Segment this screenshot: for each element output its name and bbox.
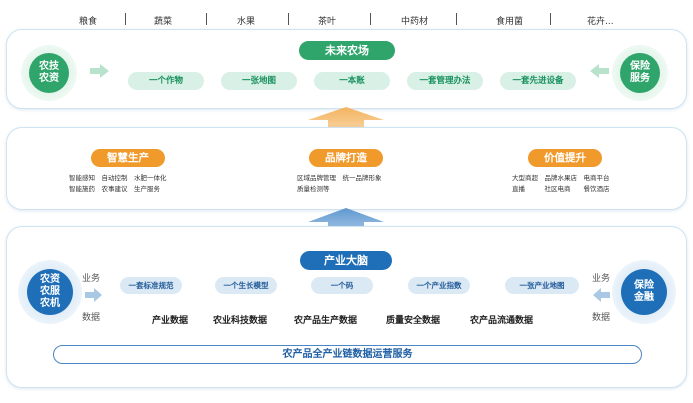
divider bbox=[125, 13, 126, 25]
future-farm-item: 一本账 bbox=[314, 72, 390, 90]
future-farm-item: 一套先进设备 bbox=[500, 72, 576, 90]
data-category: 农产品生产数据 bbox=[294, 316, 358, 326]
industry-brain-item: 一张产业地图 bbox=[505, 277, 579, 294]
data-category: 产业数据 bbox=[152, 316, 189, 326]
brand-building-line: 质量检测等 bbox=[297, 185, 330, 193]
industry-brain-title: 产业大脑 bbox=[300, 251, 392, 270]
future-farm-title: 未来农场 bbox=[299, 41, 395, 60]
crop-label: 粮食 bbox=[79, 17, 98, 27]
future-farm-item: 一个作物 bbox=[128, 72, 204, 90]
right-blue-circle: 保险 金融 bbox=[612, 260, 676, 324]
crop-label: 蔬菜 bbox=[154, 17, 173, 27]
crop-label: 中药材 bbox=[401, 17, 429, 27]
industry-brain-item: 一个生长模型 bbox=[215, 277, 277, 294]
business-label: 业务 bbox=[592, 274, 611, 284]
data-category: 农产品流通数据 bbox=[470, 316, 534, 326]
crop-label: 水果 bbox=[237, 17, 256, 27]
smart-production-title: 智慧生产 bbox=[91, 149, 165, 167]
arrow-left-icon bbox=[593, 288, 610, 302]
data-category: 农业科技数据 bbox=[213, 316, 268, 326]
value-increase-line: 直播 社区电商 餐饮酒店 bbox=[512, 185, 610, 193]
value-increase-title: 价值提升 bbox=[528, 149, 602, 167]
data-category: 质量安全数据 bbox=[386, 316, 441, 326]
crop-label: 食用菌 bbox=[496, 17, 524, 27]
divider bbox=[206, 13, 207, 25]
left-blue-circle: 农资 农服 农机 bbox=[18, 260, 82, 324]
arrow-right-icon bbox=[85, 288, 102, 302]
smart-production-line: 智能感知 自动控制 水肥一体化 bbox=[69, 174, 167, 182]
industry-brain-item: 一个码 bbox=[311, 277, 373, 294]
data-label: 数据 bbox=[82, 313, 101, 323]
arrow-right-icon bbox=[90, 64, 109, 78]
industry-brain-item: 一套标准规范 bbox=[120, 277, 182, 294]
value-increase-line: 大型商超 品牌水果店 电商平台 bbox=[512, 174, 610, 182]
crop-label: 花卉... bbox=[587, 17, 614, 27]
agri-service-circle: 农资 农服 农机 bbox=[27, 269, 73, 315]
left-green-circle: 农技 农资 bbox=[21, 45, 77, 101]
industry-brain-item: 一个产业指数 bbox=[408, 277, 470, 294]
value-panel bbox=[6, 127, 687, 210]
insurance-service-circle: 保险 服务 bbox=[620, 53, 660, 93]
future-farm-item: 一套管理办法 bbox=[407, 72, 483, 90]
data-operation-service-bar: 农产品全产业链数据运营服务 bbox=[53, 345, 642, 364]
future-farm-item: 一张地图 bbox=[221, 72, 297, 90]
arrow-left-icon bbox=[590, 64, 609, 78]
insurance-finance-circle: 保险 金融 bbox=[621, 269, 667, 315]
brand-building-line: 区域品牌管理 统一品牌形象 bbox=[297, 174, 382, 182]
divider bbox=[288, 13, 289, 25]
divider bbox=[550, 13, 551, 25]
divider bbox=[456, 13, 457, 25]
up-arrow-icon bbox=[308, 107, 384, 141]
smart-production-line: 智能施药 农事建议 生产服务 bbox=[69, 185, 160, 193]
right-green-circle: 保险 服务 bbox=[612, 45, 668, 101]
business-label: 业务 bbox=[82, 274, 101, 284]
agri-tech-circle: 农技 农资 bbox=[29, 53, 69, 93]
divider bbox=[370, 13, 371, 25]
data-label: 数据 bbox=[592, 313, 611, 323]
brand-building-title: 品牌打造 bbox=[309, 149, 383, 167]
crop-label: 茶叶 bbox=[318, 17, 337, 27]
